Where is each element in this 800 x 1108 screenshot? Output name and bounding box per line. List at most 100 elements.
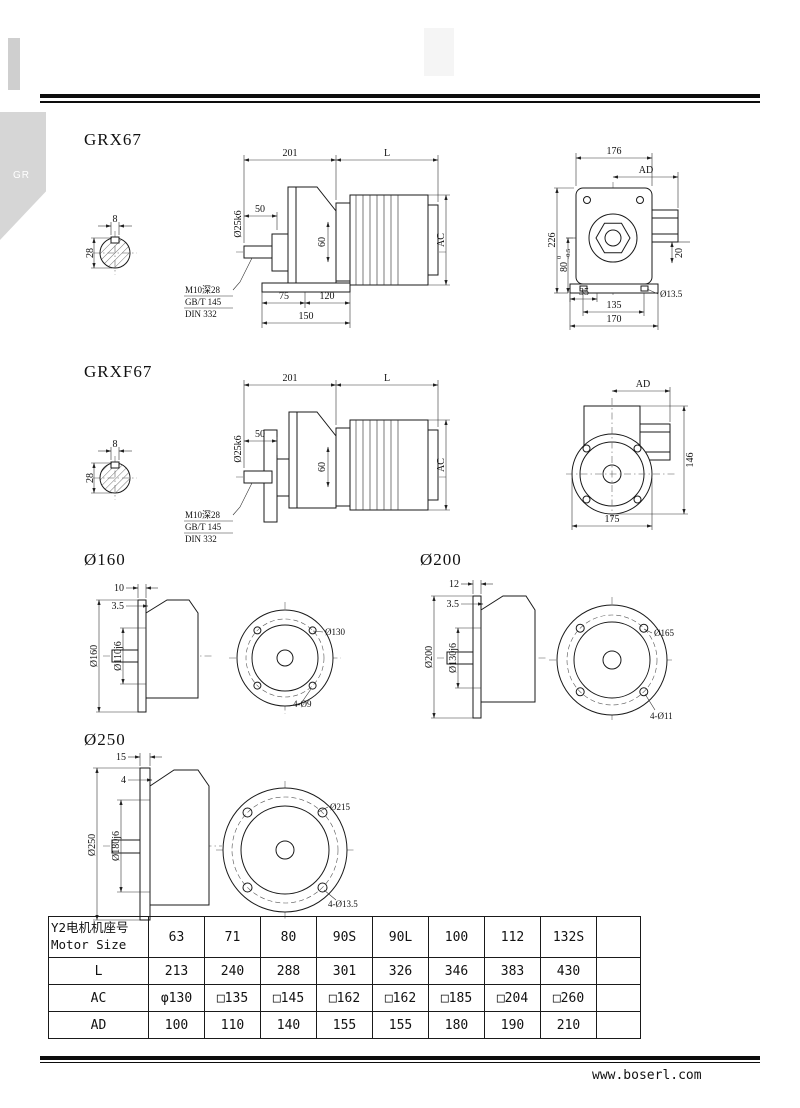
dim-75: 75 — [279, 291, 289, 302]
table-cell: 100 — [148, 1011, 205, 1039]
dim-t2: 3.5 — [112, 601, 125, 612]
table-cell: □162 — [316, 984, 373, 1012]
dim-holes: 4-Ø13.5 — [328, 899, 358, 909]
dim-holes: 4-Ø9 — [293, 699, 312, 709]
table-cell-empty — [596, 916, 641, 958]
table-row-label: L — [48, 957, 149, 985]
flange250-face-view: Ø215 4-Ø13.5 — [216, 781, 358, 919]
dim-146: 146 — [685, 453, 696, 468]
scan-artifact — [424, 28, 454, 76]
grx67-end-view: 176 AD 226 80 0 -0.5 20 35 — [547, 146, 690, 330]
flange160-200-drawing: 10 3.5 Ø160 Ø110j6 Ø130 4-Ø — [89, 579, 675, 723]
table-cell: 210 — [540, 1011, 597, 1039]
dim-L: L — [384, 373, 390, 384]
table-cell: 90L — [372, 916, 429, 958]
table-cell: 213 — [148, 957, 205, 985]
flange160-face-view: Ø130 4-Ø9 — [229, 602, 345, 714]
dim-shaft-dia: Ø25k6 — [233, 435, 244, 462]
series-tab-label: GR — [13, 170, 30, 181]
grx67-shaft-section: 8 28 — [85, 214, 137, 275]
table-cell: 240 — [204, 957, 261, 985]
dim-AD: AD — [636, 379, 650, 390]
table-cell: □260 — [540, 984, 597, 1012]
table-row-AD: AD 100 110 140 155 155 180 190 210 — [48, 1011, 641, 1039]
tap-note: M10深28 — [185, 510, 221, 520]
dim-50: 50 — [255, 204, 265, 215]
table-cell: φ130 — [148, 984, 205, 1012]
flange250-drawing: 15 4 Ø250 Ø180j6 Ø215 4-Ø13 — [87, 752, 358, 921]
dim-pilot: Ø110j6 — [113, 641, 124, 671]
table-cell: 90S — [316, 916, 373, 958]
table-cell: 155 — [316, 1011, 373, 1039]
dim-201: 201 — [283, 148, 298, 159]
table-cell: 100 — [428, 916, 485, 958]
table-cell: 326 — [372, 957, 429, 985]
dim-holes: 4-Ø11 — [650, 711, 673, 721]
table-row-label: AC — [48, 984, 149, 1012]
table-cell: 180 — [428, 1011, 485, 1039]
dim-shaft-28: 28 — [85, 248, 96, 258]
dim-175: 175 — [605, 514, 620, 525]
section-title-grxf67: GRXF67 — [84, 362, 153, 381]
dim-135: 135 — [607, 300, 622, 311]
table-cell: □162 — [372, 984, 429, 1012]
table-cell: 71 — [204, 916, 261, 958]
table-header-row: Y2电机机座号 Motor Size 63 71 80 90S 90L 100 … — [48, 916, 641, 958]
table-cell-empty — [596, 957, 641, 985]
dim-pilot: Ø130j6 — [448, 643, 459, 673]
dim-shaft-dia: Ø25k6 — [233, 210, 244, 237]
grxf67-end-view: AD 146 175 — [566, 379, 696, 530]
website-url: www.boserl.com — [592, 1068, 702, 1083]
table-cell: 63 — [148, 916, 205, 958]
section-title-flange160: Ø160 — [84, 550, 126, 569]
dim-t1: 15 — [116, 752, 126, 763]
dim-key-width: 8 — [113, 439, 118, 450]
dim-AD: AD — [639, 165, 653, 176]
tap-note: M10深28 — [185, 285, 221, 295]
dim-outer: Ø160 — [89, 645, 100, 667]
section-title-grx67: GRX67 — [84, 130, 142, 149]
dim-key-width: 8 — [113, 214, 118, 225]
table-cell: □145 — [260, 984, 317, 1012]
dimension-table: Y2电机机座号 Motor Size 63 71 80 90S 90L 100 … — [48, 916, 641, 1039]
table-cell: 132S — [540, 916, 597, 958]
table-header-line2: Motor Size — [51, 937, 127, 952]
dim-AC: AC — [436, 233, 447, 247]
dim-bolt-circle: Ø165 — [654, 628, 674, 638]
bottom-rule-thin — [40, 1062, 760, 1063]
dim-L: L — [384, 148, 390, 159]
table-cell: 383 — [484, 957, 541, 985]
table-cell: 112 — [484, 916, 541, 958]
table-row-label: AD — [48, 1011, 149, 1039]
tol-lo: -0.5 — [565, 249, 572, 259]
dim-176: 176 — [607, 146, 622, 157]
dim-bolt-circle: Ø130 — [325, 627, 345, 637]
flange160-side-view: 10 3.5 Ø160 Ø110j6 — [89, 583, 212, 713]
motor-fins — [355, 420, 399, 510]
dim-80-tolerance: 80 0 -0.5 — [556, 249, 572, 272]
table-cell: 155 — [372, 1011, 429, 1039]
table-header-motor-size: Y2电机机座号 Motor Size — [48, 916, 149, 958]
table-cell: 140 — [260, 1011, 317, 1039]
dim-201: 201 — [283, 373, 298, 384]
dim-170: 170 — [607, 314, 622, 325]
table-cell: 110 — [204, 1011, 261, 1039]
grxf67-side-view: 201 L 50 Ø25k6 60 AC M10深28 GB/T 145 DIN… — [184, 373, 450, 544]
dim-t1: 12 — [449, 579, 459, 590]
dim-AC: AC — [436, 458, 447, 472]
section-title-flange200: Ø200 — [420, 550, 462, 569]
flange250-side-view: 15 4 Ø250 Ø180j6 — [87, 752, 222, 921]
grx67-drawing: 8 28 201 — [85, 146, 690, 330]
dim-t2: 4 — [121, 775, 126, 786]
dim-120: 120 — [320, 291, 335, 302]
std-din: DIN 332 — [185, 309, 217, 319]
table-cell: 190 — [484, 1011, 541, 1039]
table-row-L: L 213 240 288 301 326 346 383 430 — [48, 957, 641, 985]
dim-pilot: Ø180j6 — [111, 831, 122, 861]
dim-226: 226 — [547, 233, 558, 248]
table-cell: 301 — [316, 957, 373, 985]
section-title-flange250: Ø250 — [84, 730, 126, 749]
dim-shaft-28: 28 — [85, 473, 96, 483]
table-cell: 346 — [428, 957, 485, 985]
